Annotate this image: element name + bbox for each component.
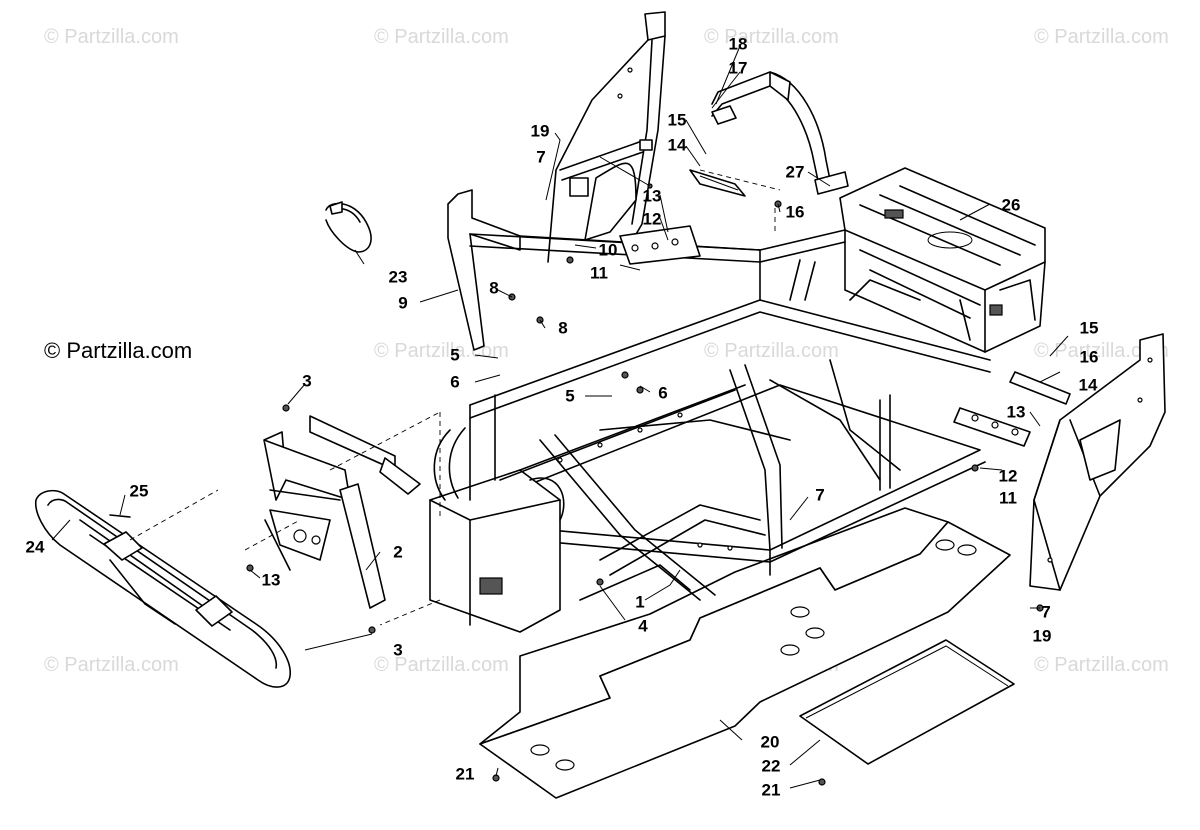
seat-bracket-rail <box>689 169 746 197</box>
callout-15: 15 <box>667 110 687 130</box>
copyright-credit: © Partzilla.com <box>44 338 193 363</box>
callout-26: 26 <box>1001 195 1021 215</box>
callout-11: 11 <box>999 488 1017 508</box>
callout-7: 7 <box>1041 602 1051 622</box>
leader-lines <box>51 45 1069 789</box>
rops-bar <box>711 71 849 195</box>
callout-1: 1 <box>635 592 645 612</box>
watermark: © Partzilla.com <box>704 26 839 48</box>
front-hitch-mount <box>263 415 421 609</box>
callout-14: 14 <box>667 135 687 155</box>
callout-12: 12 <box>998 466 1018 486</box>
callout-8: 8 <box>489 278 499 298</box>
callout-13: 13 <box>261 570 281 590</box>
watermark: © Partzilla.com <box>374 26 509 48</box>
rear-skid-panel <box>799 639 1015 765</box>
callout-2: 2 <box>393 542 403 562</box>
callout-19: 19 <box>1032 626 1052 646</box>
watermark: © Partzilla.com <box>374 654 509 676</box>
callout-13: 13 <box>1006 402 1026 422</box>
right-seat-frame <box>1029 333 1166 591</box>
callout-14: 14 <box>1078 375 1098 395</box>
callout-7: 7 <box>536 147 546 167</box>
watermark: © Partzilla.com <box>1034 654 1169 676</box>
callout-6: 6 <box>450 372 460 392</box>
seat-bracket-right <box>953 371 1071 447</box>
callout-27: 27 <box>785 162 805 182</box>
assembly-guides <box>129 169 781 626</box>
front-side-post <box>447 189 761 351</box>
main-frame <box>429 249 991 633</box>
rear-frame-tubes <box>759 229 921 301</box>
watermark: © Partzilla.com <box>704 340 839 362</box>
band-clamp <box>325 201 372 253</box>
callout-21: 21 <box>761 780 781 800</box>
callout-18: 18 <box>728 34 748 54</box>
callout-6: 6 <box>658 383 668 403</box>
callout-5: 5 <box>450 345 460 365</box>
seat-bracket-left <box>619 225 701 265</box>
callout-25: 25 <box>129 481 149 501</box>
callout-19: 19 <box>530 121 550 141</box>
callout-8: 8 <box>558 318 568 338</box>
callout-22: 22 <box>761 756 781 776</box>
callout-4: 4 <box>638 616 648 636</box>
callout-3: 3 <box>302 371 312 391</box>
callout-10: 10 <box>598 240 618 260</box>
left-seat-frame <box>547 11 666 263</box>
callout-16: 16 <box>1079 347 1099 367</box>
watermark: © Partzilla.com <box>44 654 179 676</box>
callout-11: 11 <box>590 263 608 283</box>
watermark: © Partzilla.com <box>1034 26 1169 48</box>
watermark: © Partzilla.com <box>44 26 179 48</box>
callout-12: 12 <box>642 209 662 229</box>
callout-9: 9 <box>398 293 408 313</box>
callout-20: 20 <box>760 732 780 752</box>
callout-16: 16 <box>785 202 805 222</box>
callout-24: 24 <box>25 537 45 557</box>
front-bumper <box>35 489 291 688</box>
callout-5: 5 <box>565 386 575 406</box>
callout-15: 15 <box>1079 318 1099 338</box>
callout-17: 17 <box>728 58 748 78</box>
callout-3: 3 <box>393 640 403 660</box>
callout-21: 21 <box>455 764 475 784</box>
callout-13: 13 <box>642 186 662 206</box>
watermark: © Partzilla.com <box>1034 340 1169 362</box>
skid-plate <box>479 507 1011 799</box>
callout-23: 23 <box>388 267 408 287</box>
callout-7: 7 <box>815 485 825 505</box>
